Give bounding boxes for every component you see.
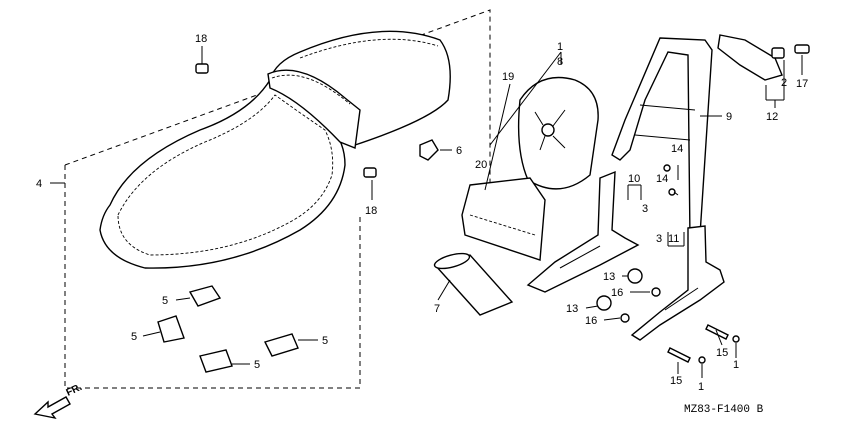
leader-lines — [50, 46, 803, 378]
clip-part[interactable] — [157, 285, 299, 373]
callout-1: 1 — [733, 359, 739, 371]
seat-part[interactable] — [99, 30, 451, 269]
callout-4: 4 — [36, 178, 42, 190]
callout-19: 19 — [502, 71, 514, 83]
callout-2: 2 — [781, 77, 787, 89]
callout-labels: 4 18 18 6 5 5 5 5 1 8 19 20 7 9 10 3 11 … — [36, 33, 808, 393]
callout-9: 9 — [726, 111, 732, 123]
callout-3: 3 — [642, 203, 648, 215]
front-label: FR. — [65, 382, 84, 399]
callout-13: 13 — [566, 303, 578, 315]
callout-5: 5 — [322, 335, 328, 347]
callout-20: 20 — [475, 159, 487, 171]
callout-5: 5 — [254, 359, 260, 371]
callout-5: 5 — [162, 295, 168, 307]
callout-16: 16 — [585, 315, 597, 327]
callout-16: 16 — [611, 287, 623, 299]
callout-10: 10 — [628, 173, 640, 185]
tube-part[interactable] — [433, 251, 514, 316]
nut-part[interactable] — [419, 139, 439, 161]
cushion-part[interactable] — [461, 177, 546, 261]
callout-12: 12 — [766, 111, 778, 123]
callout-14: 14 — [671, 143, 683, 155]
diagram-code: MZ83-F1400 B — [684, 404, 764, 416]
callout-15: 15 — [716, 347, 728, 359]
callout-8: 8 — [557, 56, 563, 68]
callout-18: 18 — [195, 33, 207, 45]
callout-6: 6 — [456, 145, 462, 157]
seat-group-outline — [64, 9, 491, 389]
callout-15: 15 — [670, 375, 682, 387]
callout-18: 18 — [365, 205, 377, 217]
callout-3: 3 — [656, 233, 662, 245]
callout-1: 1 — [557, 41, 563, 53]
callout-14: 14 — [656, 173, 668, 185]
bolt-part[interactable] — [195, 63, 377, 178]
callout-7: 7 — [434, 303, 440, 315]
bracket-part[interactable] — [717, 34, 810, 81]
backrest-frame-part[interactable] — [611, 37, 713, 242]
side-plate-right-part[interactable] — [630, 225, 725, 341]
side-plate-left-part[interactable] — [526, 170, 640, 293]
callout-13: 13 — [603, 271, 615, 283]
callout-5: 5 — [131, 331, 137, 343]
callout-17: 17 — [796, 78, 808, 90]
front-arrow-icon: FR. — [33, 382, 84, 420]
rubber-part[interactable] — [596, 268, 661, 323]
callout-1: 1 — [698, 381, 704, 393]
callout-11: 11 — [668, 233, 679, 245]
backrest-pad-part[interactable] — [517, 76, 599, 190]
